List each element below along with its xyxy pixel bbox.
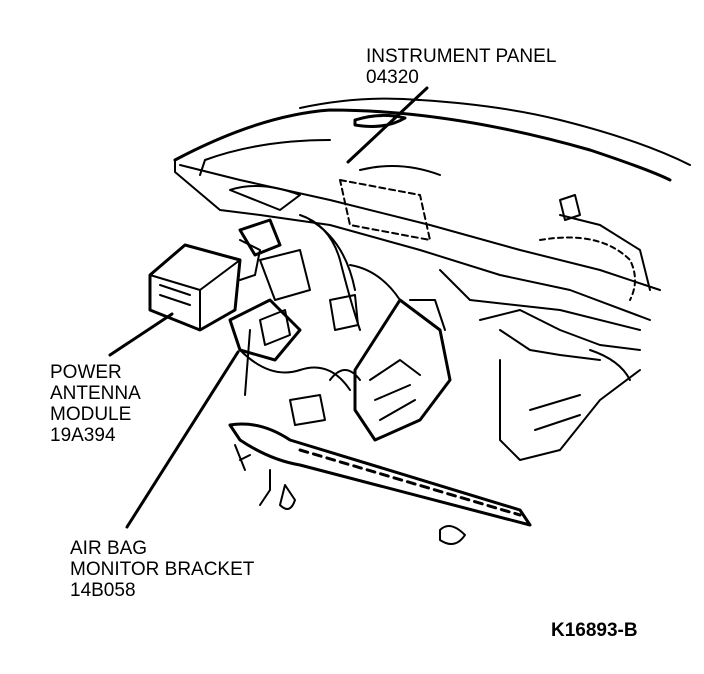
leader-lines [108,86,429,529]
leader-power-antenna-module [108,312,174,357]
leader-air-bag-monitor-bracket [125,350,240,529]
air-bag-monitor-housing-drawing [353,298,452,442]
instrument-panel-drawing [173,97,691,461]
instrument-panel-part-number: 04320 [366,67,419,88]
air-bag-monitor-bracket-line2: MONITOR BRACKET [70,559,255,580]
leader-instrument-panel [346,86,429,164]
power-antenna-module-line3: MODULE [50,404,132,425]
power-antenna-module-line1: POWER [50,362,122,383]
lower-rail-drawing [228,422,532,545]
power-antenna-module-part-number: 19A394 [50,425,116,446]
air-bag-monitor-bracket-line1: AIR BAG [70,538,148,559]
instrument-panel-label: INSTRUMENT PANEL 04320 [366,46,556,88]
bracket-and-wiring-drawing [228,214,401,426]
power-antenna-module-drawing [148,239,261,332]
air-bag-monitor-bracket-label: AIR BAG MONITOR BRACKET 14B058 [70,538,254,601]
instrument-panel-name: INSTRUMENT PANEL [366,46,557,67]
power-antenna-module-line2: ANTENNA [50,383,141,404]
air-bag-monitor-bracket-part-number: 14B058 [70,580,136,601]
figure-code: K16893-B [551,620,638,641]
power-antenna-module-label: POWER ANTENNA MODULE 19A394 [50,362,141,446]
